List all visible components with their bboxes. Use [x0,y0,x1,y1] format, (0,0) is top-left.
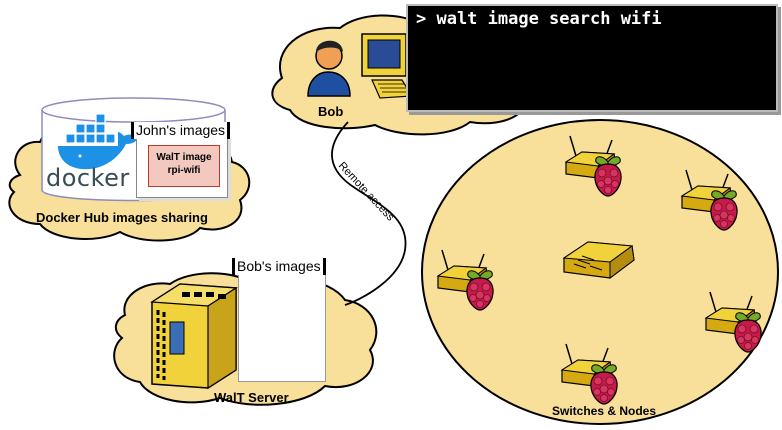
docker-whale-icon [58,113,138,170]
person-icon [307,40,351,97]
terminal-window[interactable]: > walt image search wifi [406,4,778,112]
docker-logo-text: docker [46,164,130,192]
walt-image-card[interactable]: WalT image rpi-wifi [148,145,220,187]
docker-hub-caption: Docker Hub images sharing [36,210,208,225]
walt-server-caption: WalT Server [214,390,289,405]
image-card-line1: WalT image [156,152,212,163]
bob-label: Bob [318,104,344,119]
bobs-images-title: Bob's images [232,258,326,275]
bobs-images-panel [238,272,326,382]
johns-images-title: John's images [131,122,231,139]
image-card-line2: rpi-wifi [167,165,201,176]
switches-nodes-caption: Switches & Nodes [552,404,657,418]
terminal-command: > walt image search wifi [416,9,662,29]
server-icon [150,283,238,390]
computer-icon [361,33,414,99]
remote-access-label: Remote access [336,160,397,224]
remote-access-line [331,121,407,306]
